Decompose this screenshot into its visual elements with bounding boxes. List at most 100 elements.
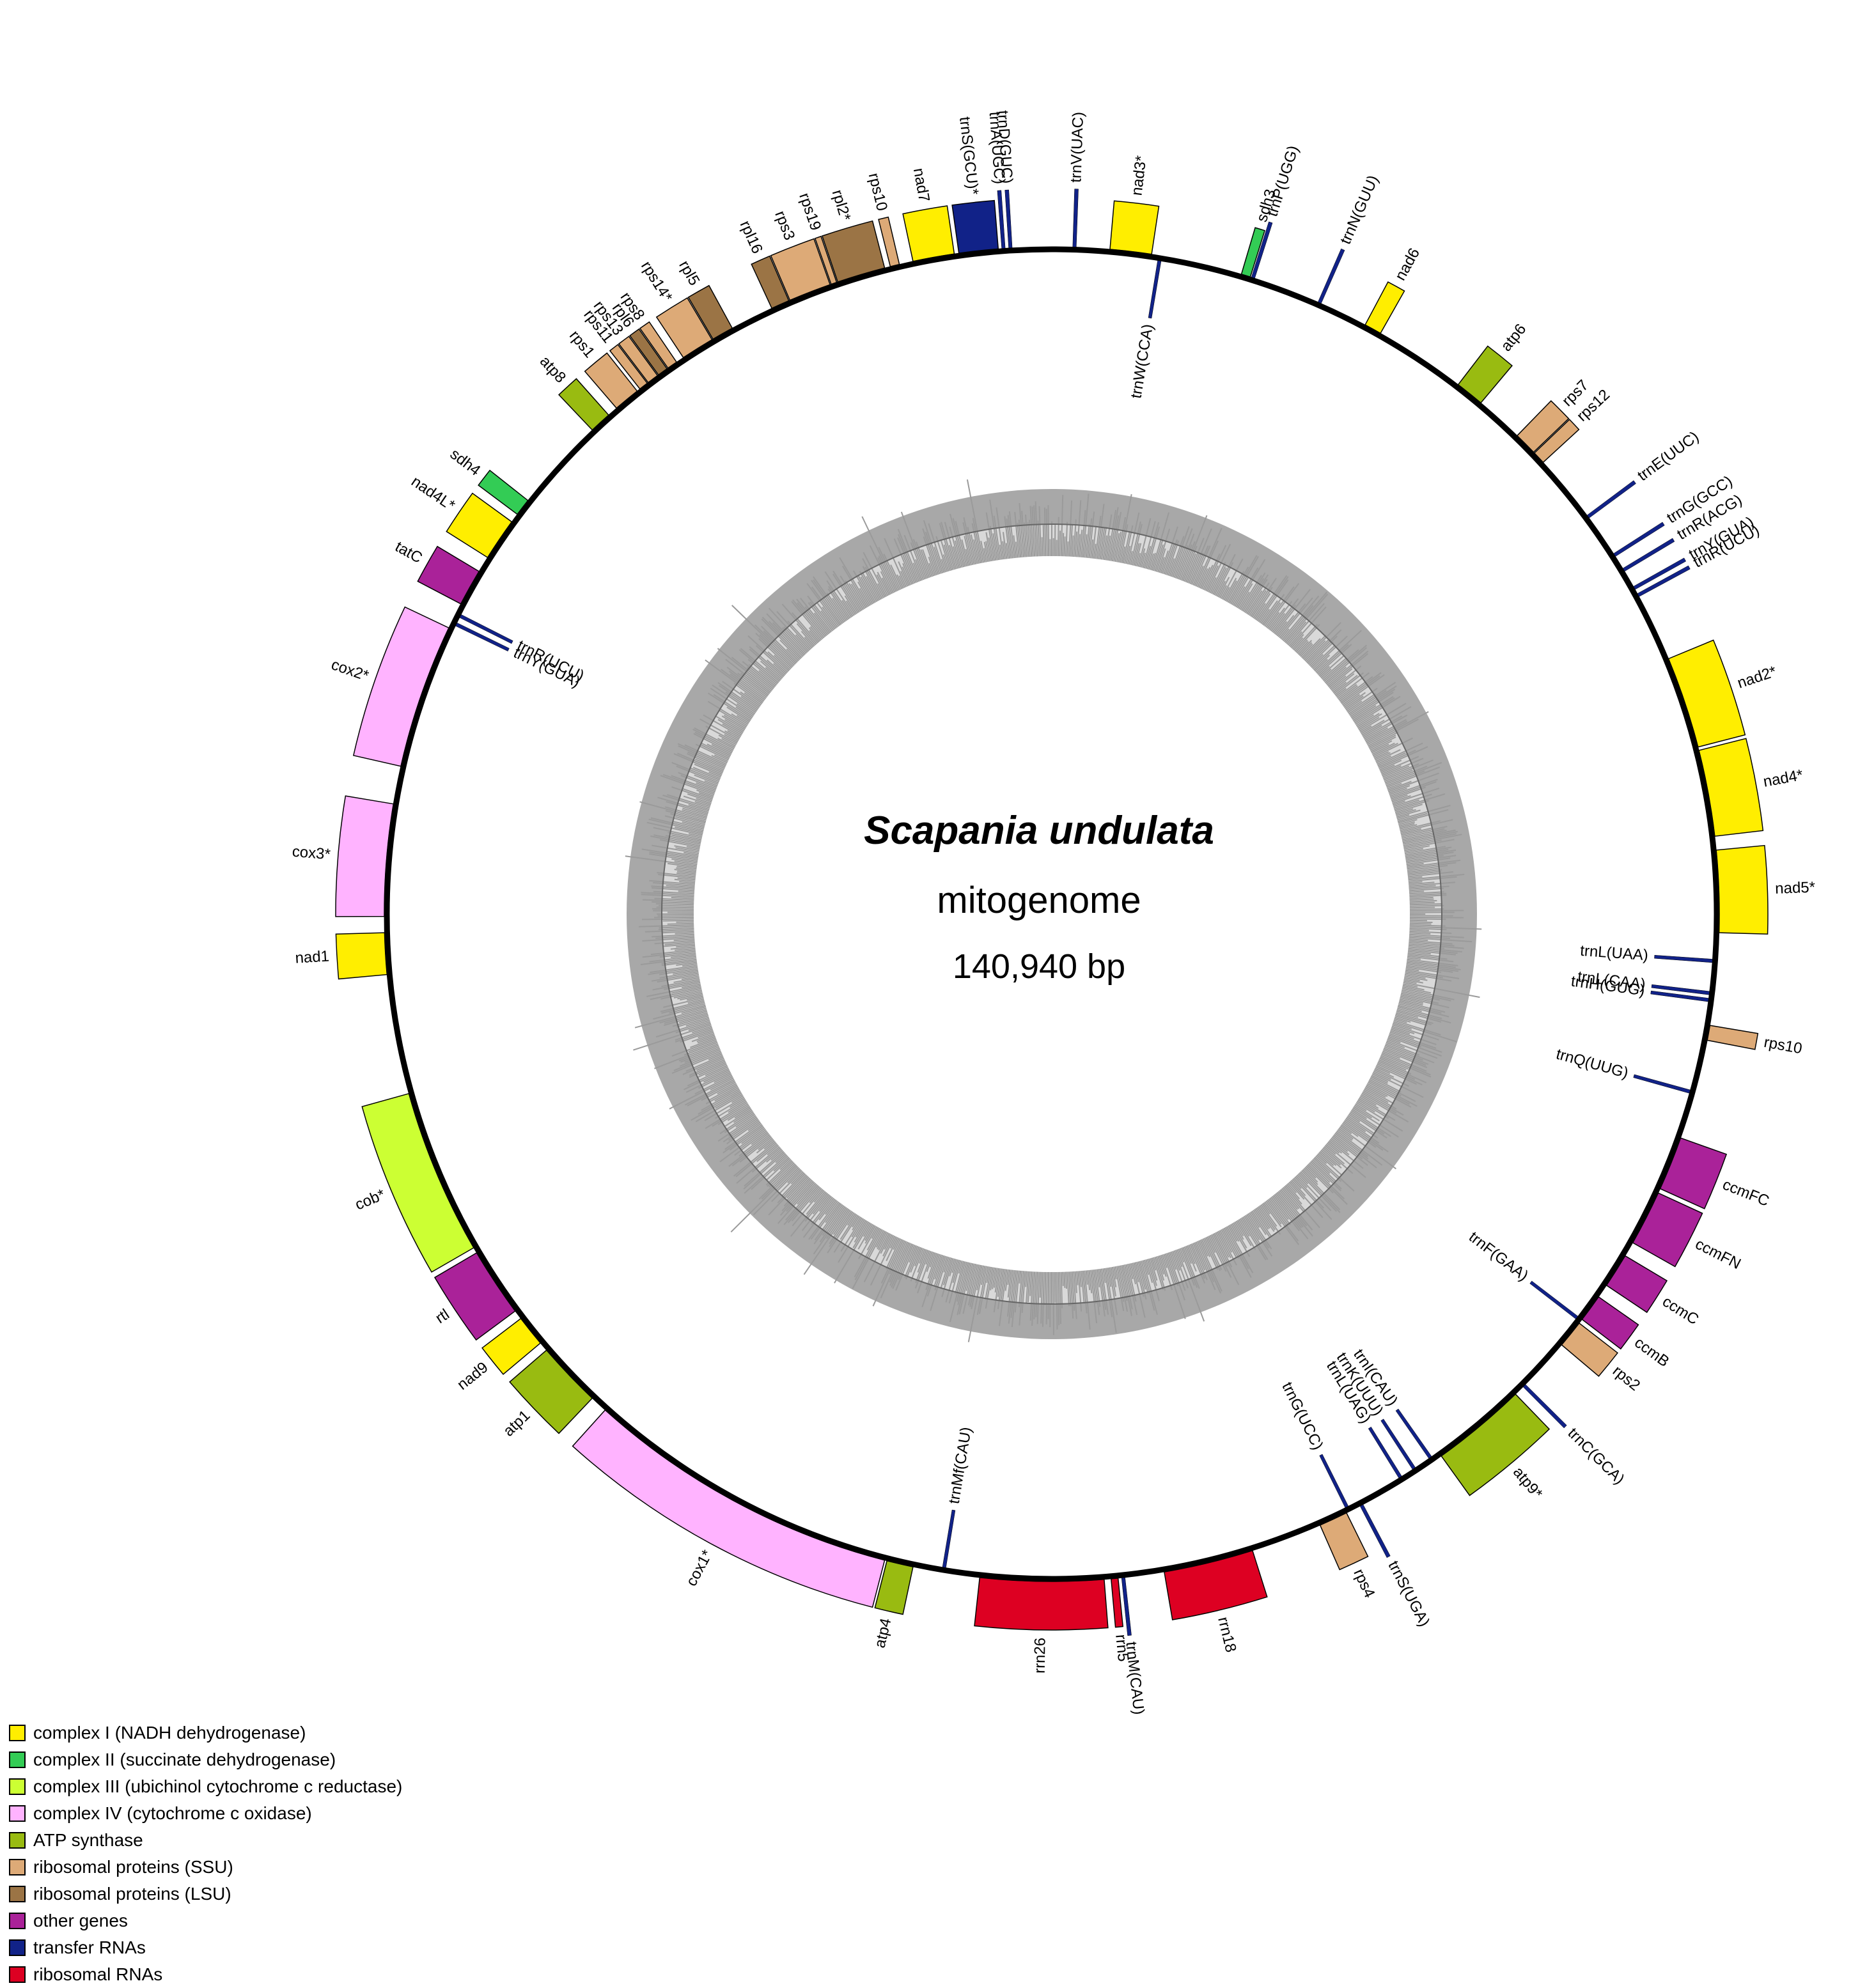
gene-trnn-guu-block — [1317, 248, 1345, 304]
gene-label-rpl2: rpl2* — [829, 188, 854, 223]
gene-label-rps10: rps10 — [865, 171, 891, 213]
gene-label-trns-gcu: trnS(GCU)* — [956, 116, 981, 196]
legend-item-complex4: complex IV (cytochrome c oxidase) — [9, 1800, 584, 1827]
gene-label-trns-uga: trnS(UGA) — [1384, 1558, 1433, 1629]
gene-label-trnq-uug: trnQ(UUG) — [1554, 1045, 1630, 1082]
legend-item-complex1: complex I (NADH dehydrogenase) — [9, 1720, 584, 1746]
gene-label-trnp-ugg: trnP(UGG) — [1263, 144, 1302, 219]
gc-reference-line — [661, 524, 1442, 1305]
legend-item-ssu: ribosomal proteins (SSU) — [9, 1854, 584, 1881]
gene-trnl-uaa-block — [1654, 955, 1713, 963]
gene-label-nad4: nad4* — [1762, 766, 1805, 791]
gc-content-trace — [625, 479, 1482, 1342]
gene-label-atp9: atp9* — [1510, 1464, 1546, 1502]
legend-label-atp: ATP synthase — [33, 1830, 143, 1850]
gene-label-nad9: nad9 — [454, 1359, 492, 1394]
legend-item-trna: transfer RNAs — [9, 1934, 584, 1961]
legend-swatch-complex3 — [9, 1778, 26, 1795]
gene-trns-gcu-block — [951, 199, 999, 254]
gene-rrn5-block — [1110, 1578, 1124, 1628]
gene-label-nad2: nad2* — [1735, 663, 1779, 692]
gene-label-rps2: rps2 — [1609, 1362, 1643, 1394]
gene-nad3-block — [1109, 200, 1160, 255]
genome-title: Scapania undulata — [864, 809, 1214, 853]
gene-label-nad4l: nad4L* — [408, 473, 458, 515]
legend-label-complex3: complex III (ubichinol cytochrome c redu… — [33, 1776, 403, 1796]
gene-label-trng-ucc: trnG(UCC) — [1278, 1379, 1326, 1453]
gene-label-trnn-guu: trnN(GUU) — [1337, 173, 1382, 247]
gene-rrn26-block — [974, 1577, 1109, 1631]
gc-content-ring — [625, 479, 1482, 1342]
gene-label-rps19: rps19 — [795, 190, 824, 233]
gene-label-rpl16: rpl16 — [737, 218, 766, 256]
legend-item-atp: ATP synthase — [9, 1827, 584, 1854]
legend-swatch-lsu — [9, 1886, 26, 1902]
gene-trnw-cca-block — [1148, 260, 1162, 319]
gene-label-nad1: nad1 — [295, 947, 330, 967]
gc-center — [694, 556, 1410, 1272]
genome-backbone-circle — [384, 246, 1720, 1582]
legend-item-complex2: complex II (succinate dehydrogenase) — [9, 1746, 584, 1773]
genome-length: 140,940 bp — [953, 947, 1125, 986]
gene-label-ccmfc: ccmFC — [1720, 1176, 1772, 1210]
gene-label-nad6: nad6 — [1392, 245, 1423, 284]
gene-nad5-block — [1715, 844, 1769, 935]
gene-label-rtl: rtl — [432, 1306, 453, 1328]
legend-label-ssu: ribosomal proteins (SSU) — [33, 1857, 233, 1877]
genome-subtitle: mitogenome — [937, 880, 1141, 921]
legend-item-complex3: complex III (ubichinol cytochrome c redu… — [9, 1773, 584, 1800]
gene-label-trne-uuc: trnE(UUC) — [1634, 428, 1702, 485]
gene-trnd-guc-block — [1004, 189, 1013, 249]
gene-label-rrn26: rrn26 — [1031, 1638, 1049, 1673]
legend-label-rrna: ribosomal RNAs — [33, 1964, 163, 1984]
gene-label-rps4: rps4 — [1350, 1566, 1378, 1601]
category-legend: complex I (NADH dehydrogenase) complex II… — [9, 1720, 584, 1988]
gene-nad7-block — [902, 205, 955, 262]
gene-label-ccmc: ccmC — [1659, 1293, 1701, 1329]
gene-label-cox3: cox3* — [292, 843, 331, 864]
gene-trna-ugc-block — [997, 190, 1006, 249]
gene-label-trnmf-cau: trnMf(CAU) — [946, 1426, 975, 1505]
legend-item-rrna: ribosomal RNAs — [9, 1961, 584, 1988]
gene-label-ccmb: ccmB — [1631, 1334, 1672, 1371]
gene-label-rrn18: rrn18 — [1214, 1615, 1239, 1654]
gene-label-trnw-cca: trnW(CCA) — [1127, 323, 1157, 400]
gene-label-cob: cob* — [353, 1186, 388, 1214]
legend-item-lsu: ribosomal proteins (LSU) — [9, 1881, 584, 1907]
gene-label-rrn5: rrn5 — [1112, 1634, 1132, 1663]
gene-label-nad5: nad5* — [1775, 879, 1816, 897]
gene-label-nad3: nad3* — [1128, 155, 1150, 196]
legend-label-trna: transfer RNAs — [33, 1938, 146, 1957]
gene-trnl-uag-block — [1368, 1426, 1402, 1479]
gene-rtl-block — [434, 1252, 516, 1341]
gene-label-atp4: atp4 — [871, 1617, 895, 1650]
legend-swatch-ssu — [9, 1859, 26, 1875]
gene-label-rpl5: rpl5 — [675, 258, 703, 288]
legend-swatch-other — [9, 1913, 26, 1929]
gene-label-ccmfn: ccmFN — [1692, 1236, 1744, 1273]
gene-trnq-uug-block — [1633, 1074, 1691, 1094]
gene-label-trnf-gaa: trnF(GAA) — [1465, 1229, 1531, 1285]
legend-label-complex1: complex I (NADH dehydrogenase) — [33, 1723, 306, 1743]
gene-nad6-block — [1364, 281, 1405, 334]
legend-swatch-complex1 — [9, 1725, 26, 1741]
gene-label-cox1: cox1* — [683, 1547, 716, 1589]
gene-label-sdh4: sdh4 — [447, 446, 484, 479]
gene-label-atp8: atp8 — [536, 353, 569, 387]
gene-ccmfn-block — [1632, 1192, 1703, 1268]
gene-trng-ucc-block — [1319, 1454, 1349, 1509]
gene-trnmf-cau-block — [942, 1509, 956, 1568]
gene-label-trnc-gca: trnC(GCA) — [1565, 1425, 1628, 1488]
legend-swatch-complex4 — [9, 1805, 26, 1822]
gene-rps10-block — [1707, 1025, 1759, 1050]
legend-swatch-atp — [9, 1832, 26, 1849]
gene-trnv-uac-block — [1072, 189, 1079, 247]
legend-swatch-trna — [9, 1939, 26, 1956]
gene-label-atp1: atp1 — [500, 1407, 533, 1440]
legend-label-lsu: ribosomal proteins (LSU) — [33, 1884, 231, 1904]
legend-label-other: other genes — [33, 1911, 128, 1930]
gene-cox1-block — [572, 1409, 886, 1608]
gene-cox2-block — [352, 606, 449, 767]
legend-swatch-complex2 — [9, 1751, 26, 1768]
